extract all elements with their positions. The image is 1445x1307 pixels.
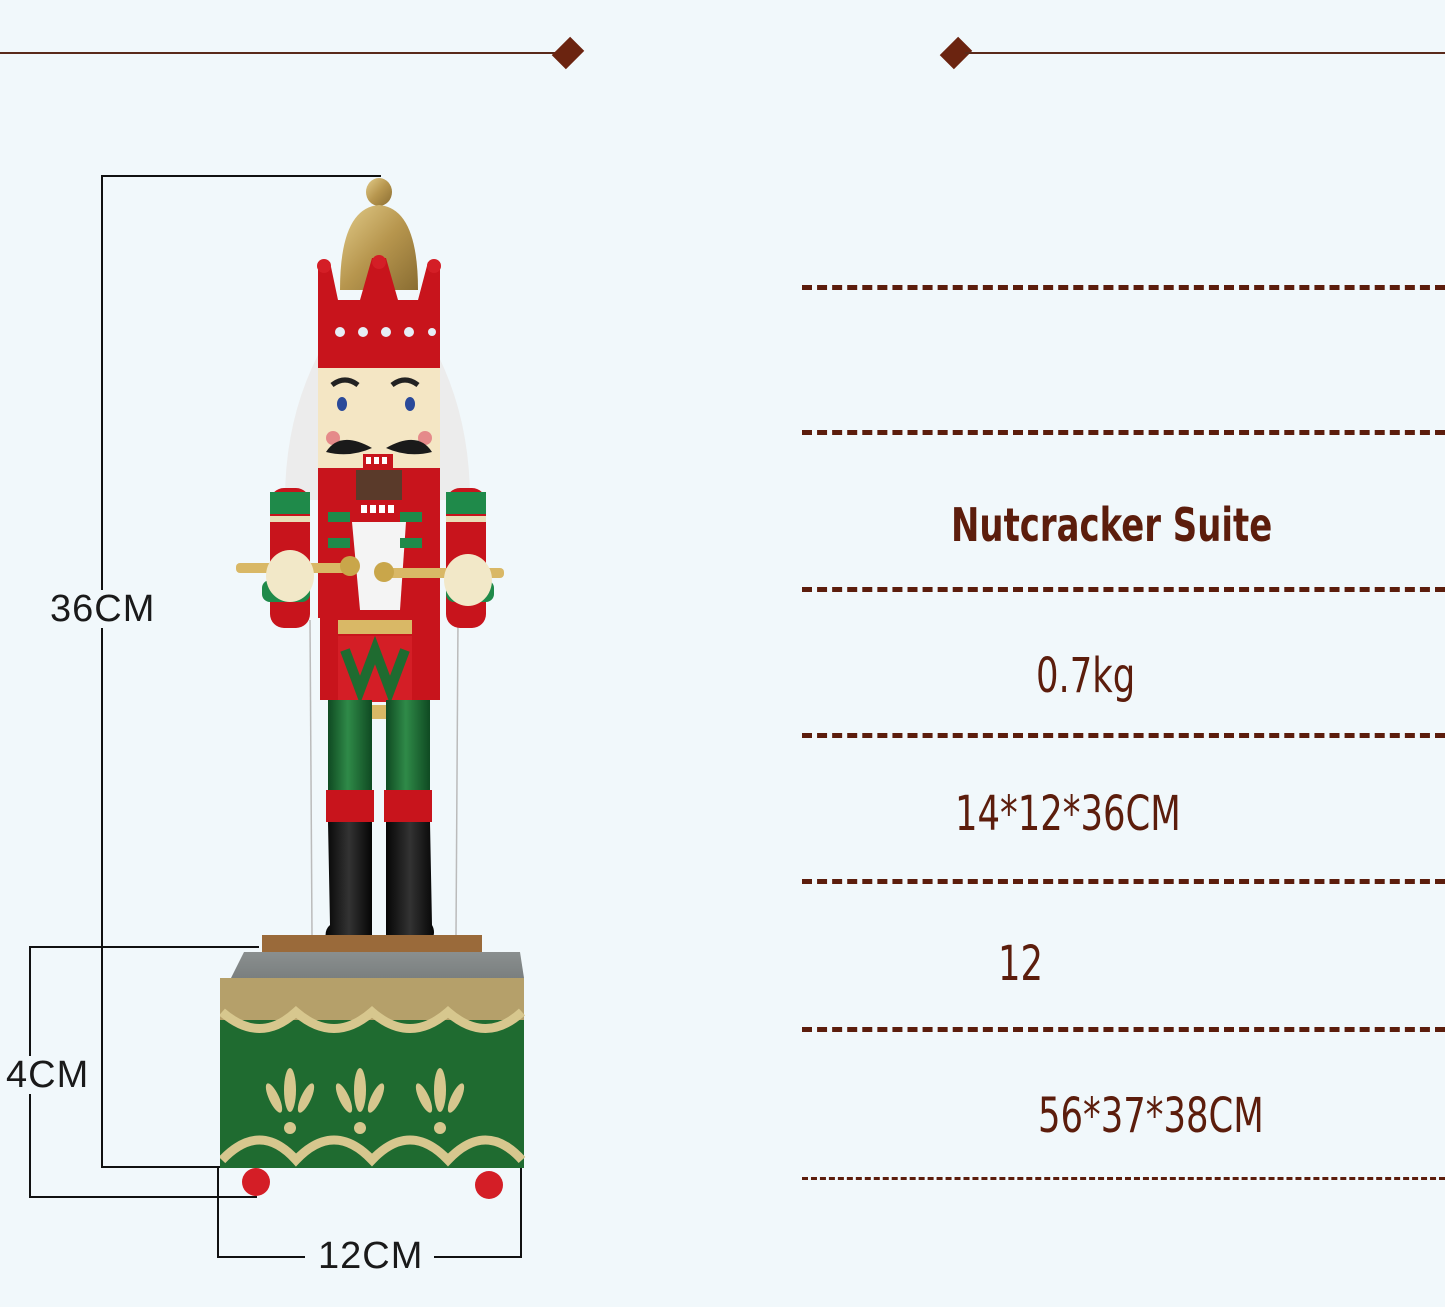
height-bracket-bottom: [101, 1166, 221, 1168]
spec-value-carton-size: 56*37*38CM: [1038, 1088, 1264, 1144]
spec-value-quantity: 12: [998, 936, 1044, 992]
spec-divider: [802, 285, 1445, 290]
base-bracket-top: [29, 946, 259, 948]
width-bracket-bottom-right: [434, 1256, 522, 1258]
spec-value-product-size: 14*12*36CM: [955, 786, 1181, 842]
top-right-rule: [965, 52, 1445, 54]
width-dimension-label: 12CM: [318, 1235, 424, 1277]
spec-divider: [802, 879, 1445, 884]
base-bracket-bottom: [29, 1196, 257, 1198]
spec-divider: [802, 733, 1445, 738]
spec-divider: [802, 1027, 1445, 1032]
height-bracket-vertical: [101, 175, 103, 1168]
spec-value-weight: 0.7kg: [1036, 648, 1136, 704]
spec-value-music: Nutcracker Suite: [951, 498, 1273, 552]
diamond-icon: [551, 36, 585, 70]
nutcracker-illustration: [220, 178, 526, 1199]
width-bracket-bottom-left: [217, 1256, 305, 1258]
spec-divider: [802, 1177, 1445, 1180]
height-bracket-top: [101, 175, 381, 177]
height-dimension-label: 36CM: [48, 588, 158, 630]
spec-divider: [802, 430, 1445, 435]
width-bracket-right: [520, 1168, 522, 1258]
base-height-dimension-label: 4CM: [4, 1054, 92, 1096]
spec-divider: [802, 587, 1445, 592]
width-bracket-left: [217, 1166, 219, 1258]
top-left-rule: [0, 52, 560, 54]
